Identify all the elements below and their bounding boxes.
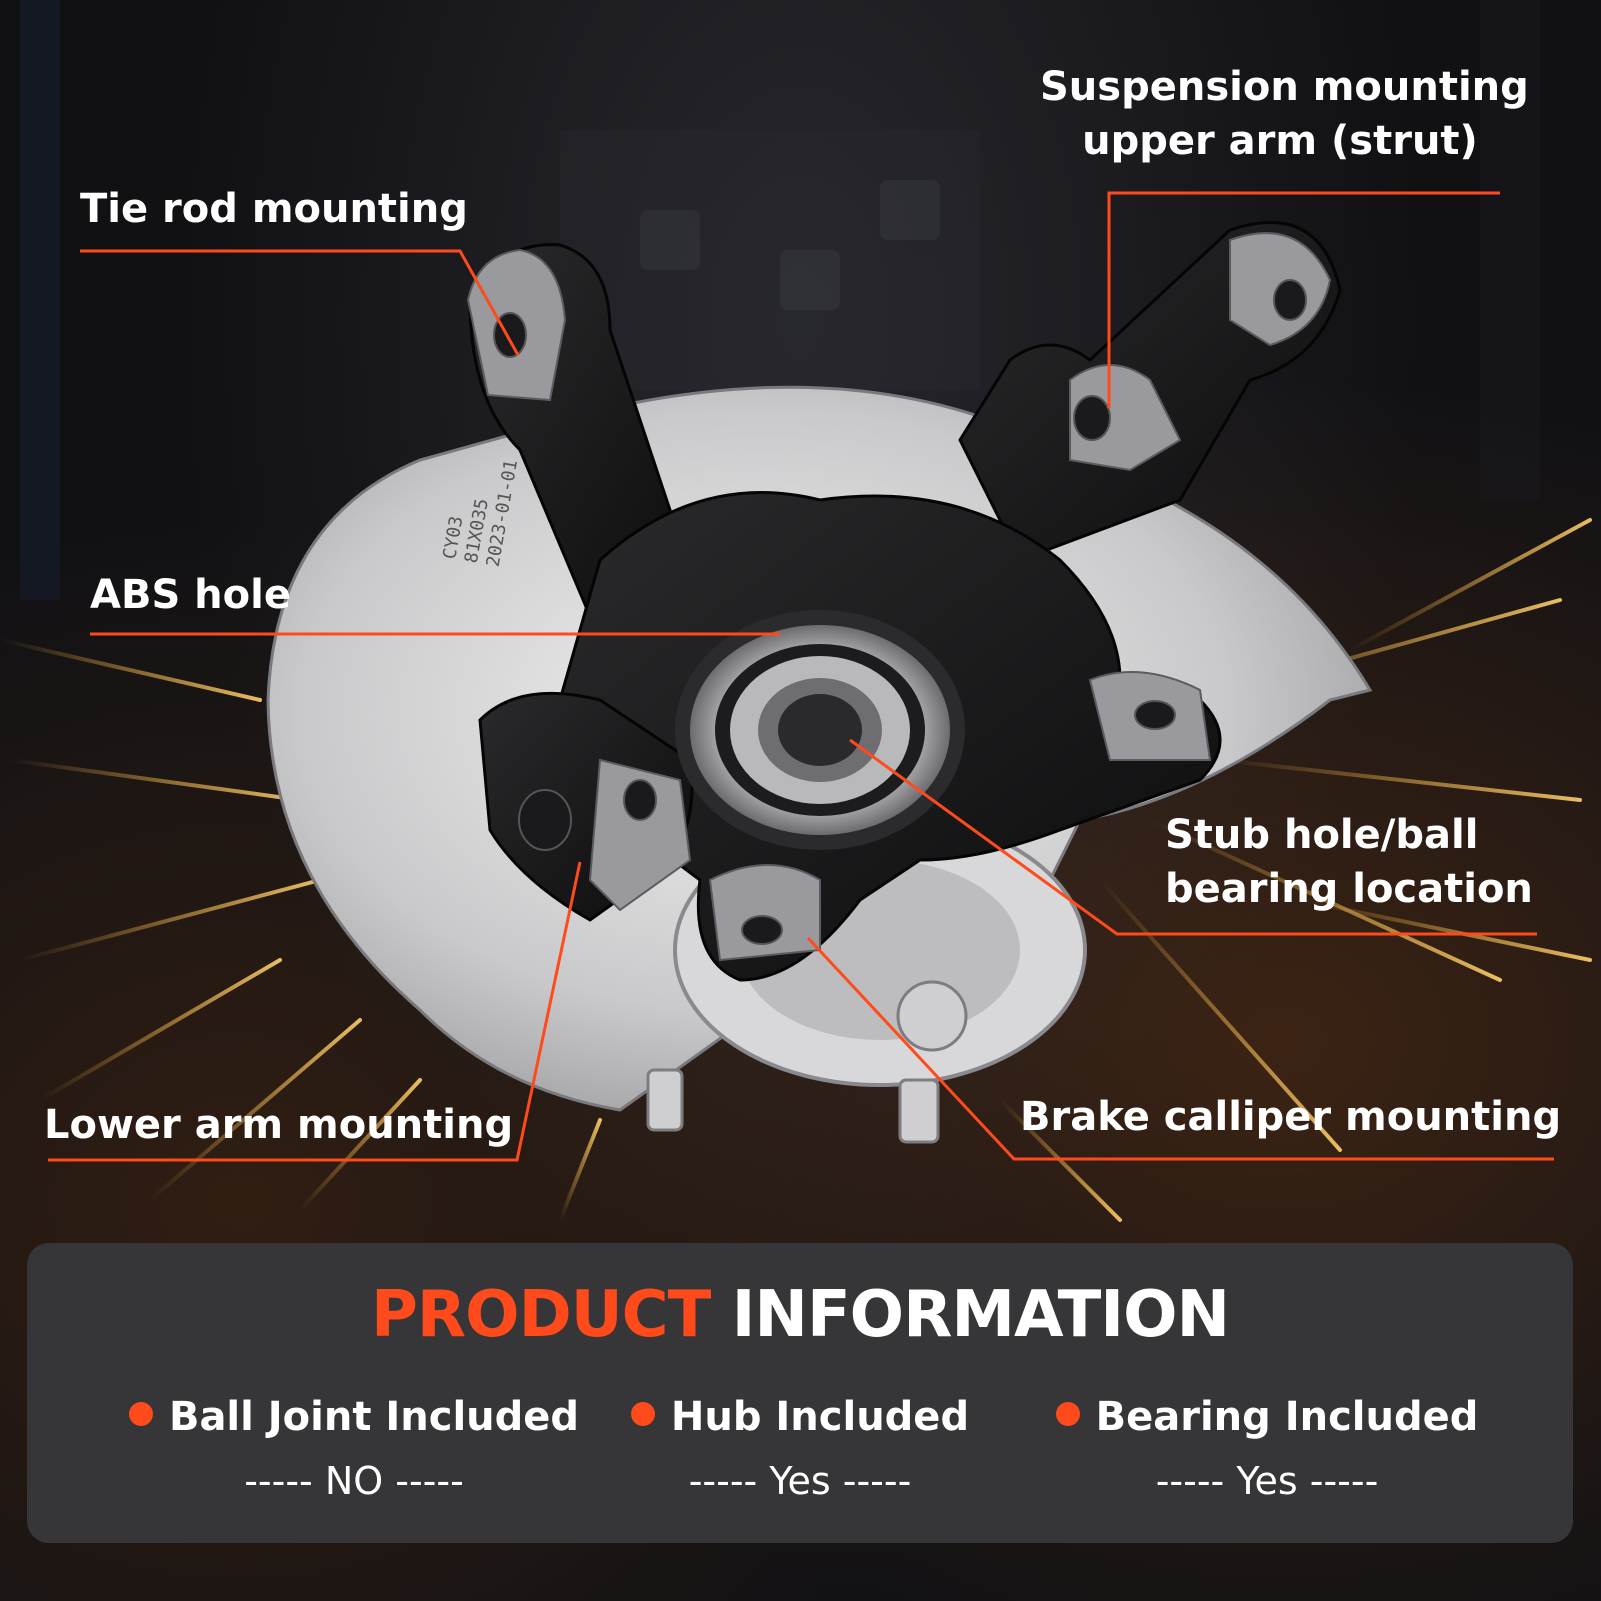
leader-lower-arm bbox=[48, 861, 582, 1162]
background-machinery bbox=[20, 0, 1540, 600]
product-info-title: PRODUCT INFORMATION bbox=[27, 1277, 1573, 1353]
feature-bearing: Bearing Included ----- Yes ----- bbox=[1017, 1391, 1517, 1507]
callout-suspension-line-1: Suspension mounting bbox=[1040, 64, 1529, 110]
leader-brake bbox=[806, 936, 1554, 1161]
callout-suspension-line-2: upper arm (strut) bbox=[1082, 118, 1478, 164]
callout-lower-arm: Lower arm mounting bbox=[44, 1102, 514, 1148]
leader-suspension bbox=[1107, 191, 1500, 408]
bullet-dot bbox=[128, 1402, 153, 1426]
callout-abs: ABS hole bbox=[90, 572, 291, 618]
feature-value: ----- Yes ----- bbox=[688, 1459, 912, 1503]
leader-stub bbox=[849, 738, 1537, 936]
feature-name: Hub Included bbox=[670, 1394, 970, 1440]
wheel-studs bbox=[646, 980, 968, 1144]
callout-suspension: Suspension mounting upper arm (strut) bbox=[1040, 60, 1529, 168]
leader-tie-rod bbox=[80, 249, 520, 356]
bearing-assembly bbox=[675, 610, 965, 850]
feature-value: ----- Yes ----- bbox=[1155, 1459, 1379, 1503]
callout-stub: Stub hole/ball bearing location bbox=[1165, 808, 1555, 916]
feature-name: Ball Joint Included bbox=[168, 1394, 580, 1440]
machined-faces bbox=[466, 232, 1332, 962]
product-info-panel: PRODUCT INFORMATION Ball Joint Included … bbox=[27, 1243, 1573, 1543]
feature-hub: Hub Included ----- Yes ----- bbox=[550, 1391, 1050, 1507]
callout-brake: Brake calliper mounting bbox=[1020, 1094, 1562, 1140]
bullet-dot bbox=[1055, 1402, 1080, 1426]
callout-stub-line-2: bearing location bbox=[1165, 866, 1533, 912]
feature-value: ----- NO ----- bbox=[244, 1459, 464, 1503]
bullet-dot bbox=[630, 1402, 655, 1426]
callout-stub-line-1: Stub hole/ball bbox=[1165, 812, 1479, 858]
callout-tie-rod: Tie rod mounting bbox=[80, 186, 468, 232]
product-info-title-main: INFORMATION bbox=[731, 1278, 1230, 1352]
mounting-holes bbox=[493, 279, 1307, 945]
product-info-title-accent: PRODUCT bbox=[370, 1278, 711, 1352]
callout-leader-lines bbox=[48, 191, 1554, 1162]
spark-effects bbox=[0, 518, 1592, 1222]
feature-ball-joint: Ball Joint Included ----- NO ----- bbox=[104, 1391, 604, 1507]
feature-name: Bearing Included bbox=[1095, 1394, 1479, 1440]
